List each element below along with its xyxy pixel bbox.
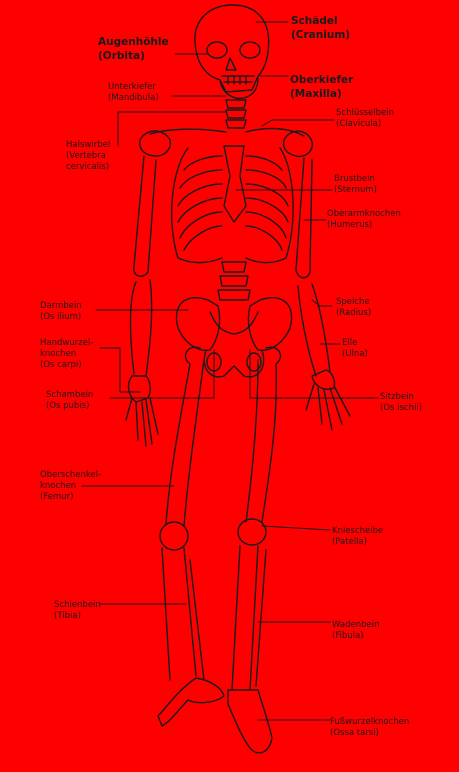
- leader-lines: [81, 21, 379, 721]
- label-text: Fußwurzelknochen: [330, 717, 410, 727]
- label-text: Schlüsselbein: [336, 108, 395, 118]
- label-elle: Elle (Ulna): [342, 338, 368, 360]
- label-speiche: Speiche (Radius): [336, 297, 371, 319]
- label-text: Sitzbein: [380, 392, 414, 402]
- label-wadenbein: Wadenbein (Fibula): [332, 620, 379, 642]
- label-darmbein: Darmbein (Os ilium): [40, 301, 82, 323]
- label-text: Handwurzel-: [40, 338, 94, 348]
- label-schienbein: Schienbein (Tibia): [54, 600, 101, 622]
- label-kniescheibe: Kniescheibe (Patella): [332, 526, 383, 548]
- label-sitzbein: Sitzbein (Os ischii): [380, 392, 422, 414]
- label-text: (Os ilium): [40, 312, 82, 323]
- label-oberarmknochen: Oberarmknochen (Humerus): [327, 209, 401, 231]
- label-text: (Orbita): [98, 49, 145, 62]
- label-text: Unterkiefer: [108, 82, 156, 92]
- cervical-spine: [225, 99, 247, 129]
- label-handwurzel: Handwurzel- knochen (Os carpi): [40, 338, 93, 371]
- label-text: (Vertebra: [66, 151, 106, 162]
- label-text: cervicalis): [66, 162, 110, 173]
- label-oberkiefer: Oberkiefer (Maxilla): [290, 74, 353, 101]
- pelvis: [175, 297, 293, 378]
- label-text: Wadenbein: [332, 620, 380, 630]
- label-text: Kniescheibe: [332, 526, 384, 536]
- label-text: (Patella): [332, 537, 368, 548]
- label-text: Augenhöhle: [98, 36, 169, 48]
- label-text: (Sternum): [334, 185, 377, 196]
- label-text: (Tibia): [54, 611, 81, 622]
- lower-legs: [161, 545, 267, 691]
- label-text: Schienbein: [54, 600, 101, 610]
- label-unterkiefer: Unterkiefer (Mandibula): [108, 82, 159, 104]
- label-text: (Os carpi): [40, 360, 82, 371]
- label-schambein: Schambein (Os pubis): [46, 390, 93, 412]
- label-text: Schädel: [291, 15, 338, 27]
- label-text: Speiche: [336, 297, 370, 307]
- label-text: (Clavicula): [336, 119, 382, 130]
- label-text: (Cranium): [291, 28, 351, 41]
- label-text: Halswirbel: [66, 140, 111, 150]
- label-brustbein: Brustbein (Sternum): [334, 174, 377, 196]
- label-text: (Femur): [40, 492, 74, 503]
- rib-cage: [170, 145, 294, 264]
- label-text: (Mandibula): [108, 93, 159, 104]
- label-text: (Os ischii): [380, 403, 423, 414]
- label-text: (Ossa tarsi): [330, 728, 379, 739]
- label-text: knochen: [40, 349, 77, 360]
- left-arm: [125, 155, 159, 447]
- label-text: (Humerus): [327, 220, 373, 231]
- label-text: Darmbein: [40, 301, 82, 311]
- label-text: (Maxilla): [290, 87, 342, 100]
- label-text: (Fibula): [332, 631, 364, 642]
- label-oberschenkel: Oberschenkel- knochen (Femur): [40, 470, 101, 503]
- lumbar-spine: [217, 261, 251, 301]
- right-arm: [295, 157, 351, 431]
- feet: [157, 677, 273, 754]
- label-fusswurzel: Fußwurzelknochen (Ossa tarsi): [330, 717, 409, 739]
- label-text: (Radius): [336, 308, 372, 319]
- label-schluesselbein: Schlüsselbein (Clavicula): [336, 108, 394, 130]
- label-text: Oberkiefer: [290, 74, 354, 86]
- label-text: (Ulna): [342, 349, 368, 360]
- label-halswirbel: Halswirbel (Vertebra cervicalis): [66, 140, 110, 173]
- label-text: Brustbein: [334, 174, 375, 184]
- label-text: Oberarmknochen: [327, 209, 401, 219]
- femurs: [165, 346, 282, 527]
- label-text: Elle: [342, 338, 358, 348]
- label-text: Schambein: [46, 390, 94, 400]
- label-augenhoehle: Augenhöhle (Orbita): [98, 36, 169, 63]
- label-text: Oberschenkel-: [40, 470, 102, 480]
- label-text: (Os pubis): [46, 401, 90, 412]
- label-text: knochen: [40, 481, 77, 492]
- label-schaedel: Schädel (Cranium): [291, 15, 350, 42]
- skull: [194, 4, 270, 100]
